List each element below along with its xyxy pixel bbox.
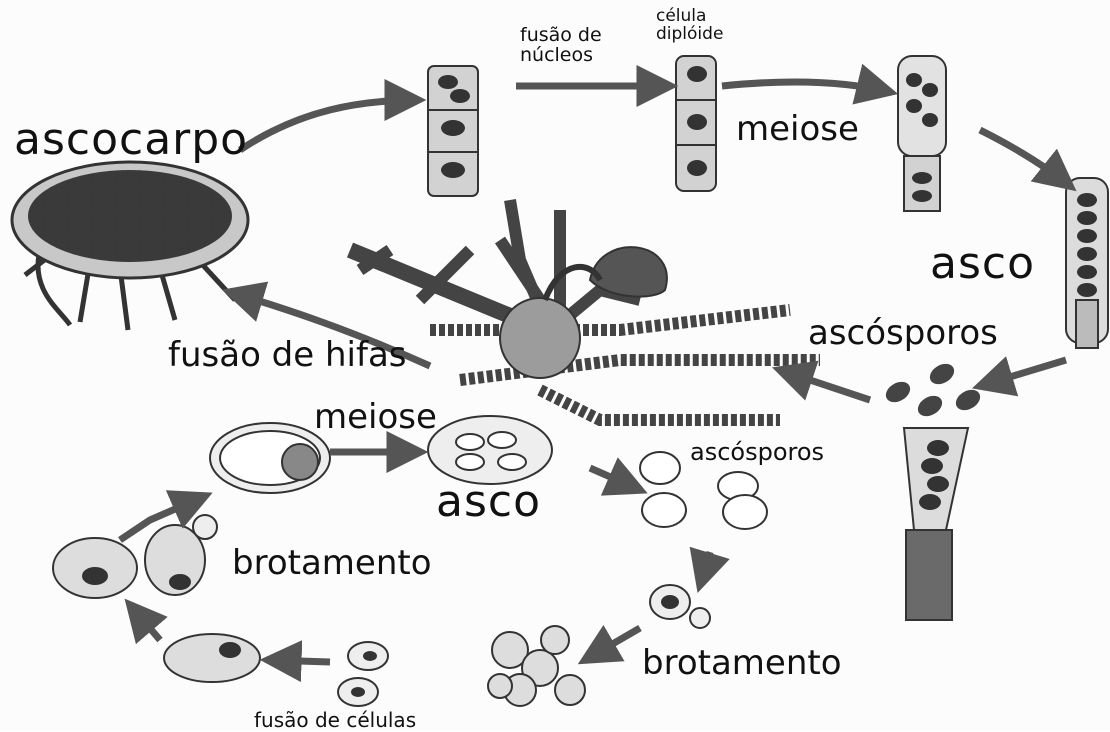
label-meiose-bottom: meiose	[314, 400, 437, 434]
label-asco-bottom: asco	[436, 480, 541, 524]
label-ascosporos-right: ascósporos	[808, 316, 998, 350]
label-brotamento-left: brotamento	[232, 546, 432, 580]
label-ascocarpo: ascocarpo	[14, 118, 248, 162]
ascus-two-nuclei	[428, 66, 478, 196]
label-fusao-de-hifas: fusão de hifas	[168, 338, 407, 372]
label-meiose-top: meiose	[736, 112, 859, 146]
released-ascospores	[882, 360, 984, 421]
mature-ascus-right	[1066, 178, 1108, 348]
open-ascus	[904, 428, 968, 620]
diploid-ascus	[676, 56, 716, 191]
label-ascosporos-bottom: ascósporos	[690, 440, 824, 465]
label-brotamento-bottom: brotamento	[642, 646, 842, 680]
label-fusao-de-nucleos: fusão de núcleos	[520, 26, 630, 66]
meiosis-ascus	[898, 56, 946, 211]
label-fusao-de-celulas: fusão de células	[254, 710, 416, 731]
label-celula-diploide: célula diplóide	[656, 8, 742, 44]
ascocarp-illustration	[12, 162, 248, 330]
label-asco-right: asco	[930, 242, 1035, 286]
mycelium-hyphae	[350, 200, 820, 420]
